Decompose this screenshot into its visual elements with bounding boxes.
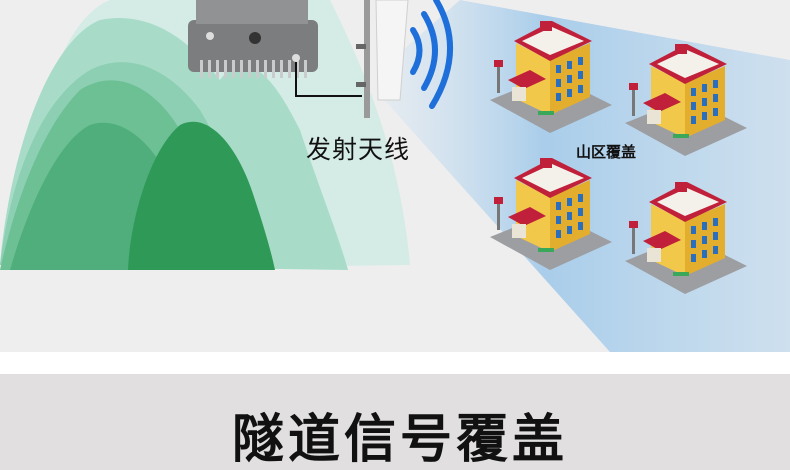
antenna-label: 发射天线 — [306, 135, 411, 164]
repeater-device — [188, 0, 362, 97]
building-icon — [490, 21, 612, 133]
building-icon — [625, 44, 747, 156]
building-icon — [625, 182, 747, 294]
divider-band — [0, 352, 790, 374]
coverage-label: 山区覆盖 — [576, 143, 637, 161]
signal-waves-icon — [410, 0, 454, 109]
transmit-antenna — [356, 0, 409, 118]
coverage-illustration: 发射天线 山区覆盖 — [0, 0, 790, 352]
section-header: 隧道信号覆盖 — [0, 374, 790, 470]
section-title: 隧道信号覆盖 — [232, 410, 569, 470]
illustration-graphic — [0, 0, 790, 352]
buildings — [490, 21, 747, 294]
building-icon — [490, 158, 612, 270]
